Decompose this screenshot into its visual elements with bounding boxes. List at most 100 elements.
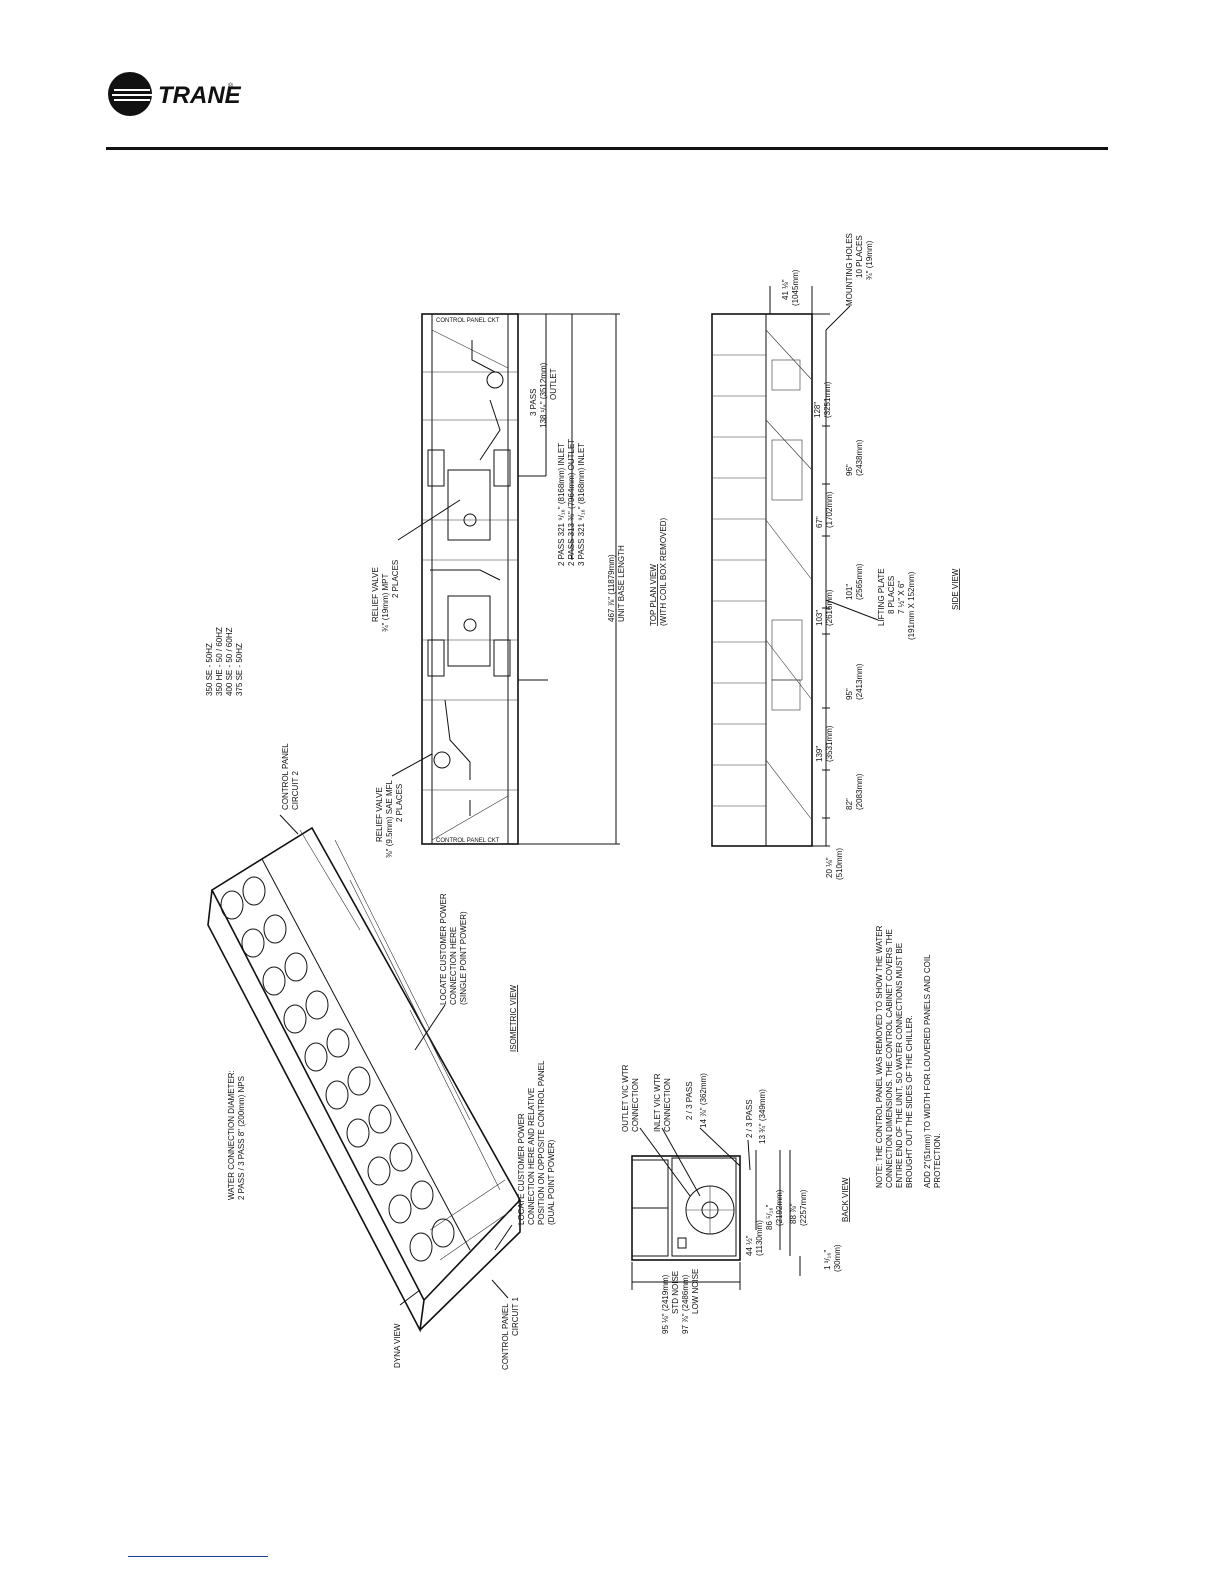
dim-86-1: 86 ⁵/₁₆"	[765, 1204, 774, 1230]
back-panel-a	[631, 1159, 669, 1209]
side-dim-5-1: (2413mm)	[855, 663, 864, 700]
three-pass-1: 3 PASS	[529, 389, 538, 416]
side-dim-0-1: (3251mm)	[823, 381, 832, 418]
side-dim-1-1: (2438mm)	[855, 439, 864, 476]
mounting-2: 10 PLACES	[855, 235, 864, 278]
relief-large-1: RELIEF VALVE	[371, 567, 380, 622]
side-dim-0-0: 128"	[813, 402, 822, 418]
back-view-label: BACK VIEW	[841, 1177, 850, 1222]
lifting-1: LIFTING PLATE	[877, 568, 886, 626]
fan-motor-2	[493, 449, 511, 487]
side-dim-2-1: (1702mm)	[825, 491, 834, 528]
model-4: 375 SE - 50HZ	[235, 643, 244, 696]
note1-line2: CONNECTION DIMENSIONS. THE CONTROL CABIN…	[885, 929, 894, 1188]
model-1: 350 SE - 50HZ	[205, 643, 214, 696]
water-conn-label-2: 2 PASS / 3 PASS 8" (200mm) NPS	[237, 1076, 246, 1200]
pass-dim-1: 2 PASS 321 ⁹/₁₆" (8168mm) INLET	[557, 443, 566, 566]
iso-fan-6-1	[368, 1104, 392, 1134]
side-dim-3-1: (2565mm)	[855, 563, 864, 600]
height-std-1: 95 ⅛" (2419mm)	[661, 1274, 670, 1334]
relief-large-3: 2 PLACES	[391, 560, 400, 598]
end-dim-1: 20 ⅛"	[825, 857, 834, 878]
cp2-label-2: CIRCUIT 2	[291, 770, 300, 810]
iso-fan-8-0	[388, 1194, 412, 1224]
water-conn-label-1: WATER CONNECTION DIAMETER:	[227, 1070, 236, 1200]
leader-dyna	[399, 1289, 421, 1306]
top-unit-outline	[421, 313, 519, 845]
side-dim-2-0: 67"	[815, 516, 824, 528]
note2-line2: PROTECTION.	[933, 1133, 942, 1188]
ctrl-ckt-bottom: CONTROL PANEL CKT	[436, 838, 500, 844]
inlet-2: CONNECTION	[663, 1078, 672, 1132]
cp2-label-1: CONTROL PANEL	[281, 743, 290, 810]
fan-motor-4	[493, 639, 511, 677]
outlet-1: OUTLET VIC WTR	[621, 1064, 630, 1132]
leader-mounting	[825, 305, 851, 331]
brand-name: TRANE	[158, 82, 242, 109]
isometric-view: WATER CONNECTION DIAMETER: 2 PASS / 3 PA…	[205, 627, 556, 1370]
relief-large-2: ¾" (19mm) MPT	[381, 573, 390, 632]
fan-motor-3	[427, 639, 445, 677]
pass-a-2: 14 ⅞" (362mm)	[699, 1073, 708, 1128]
iso-fan-7-0	[367, 1156, 391, 1186]
leader-relief-small	[391, 753, 433, 777]
iso-fan-0-0	[220, 890, 244, 920]
model-2: 350 HE - 50 / 60HZ	[215, 627, 224, 696]
side-view: 41 ⅛" (1045mm) MOUNTING HOLES 10 PLACES …	[711, 233, 960, 880]
pass-dim-3: 3 PASS 321 ⁹/₁₆" (8168mm) INLET	[577, 443, 586, 566]
fan-motor-1	[427, 449, 445, 487]
side-dim-4-0: 103"	[815, 610, 824, 626]
relief-small-2: ⅜" (9.5mm) SAE MFL	[385, 779, 394, 858]
side-dim-1-0: 96"	[845, 464, 854, 476]
top-plan-view: CONTROL PANEL CKT CONTROL PANEL CKT RELI…	[371, 313, 668, 858]
single-power-1: LOCATE CUSTOMER POWER	[439, 893, 448, 1005]
back-panel-b	[631, 1207, 669, 1257]
iso-fan-5-0	[325, 1080, 349, 1110]
side-dim-4-1: (2616mm)	[825, 589, 834, 626]
cp1-label-2: CIRCUIT 1	[511, 1296, 520, 1336]
three-pass-3: OUTLET	[549, 368, 558, 400]
iso-fan-9-0	[409, 1232, 433, 1262]
leader-relief-large	[397, 499, 461, 541]
iso-fan-5-1	[347, 1066, 371, 1096]
dim-88-1: 88 ⅞"	[789, 1203, 798, 1224]
dim-1-2: (30mm)	[833, 1244, 842, 1272]
lifting-4: (191mm X 152mm)	[907, 571, 916, 640]
side-unit-outline	[711, 313, 813, 847]
iso-fan-2-0	[262, 966, 286, 996]
iso-fan-8-1	[410, 1180, 434, 1210]
iso-fan-3-1	[305, 990, 329, 1020]
pass-a-1: 2 / 3 PASS	[685, 1081, 694, 1120]
dim-1-1: 1 ³/₁₆"	[823, 1250, 832, 1270]
dim-88-2: (2257mm)	[799, 1189, 808, 1226]
iso-fan-0-1	[242, 876, 266, 906]
compressor-1	[447, 469, 491, 541]
pass-b-2: 13 ¾" (349mm)	[758, 1089, 767, 1144]
back-view: OUTLET VIC WTR CONNECTION INLET VIC WTR …	[621, 1064, 850, 1334]
relief-valve-a	[486, 371, 504, 389]
side-dimensions: 128"(3251mm)96"(2438mm)67"(1702mm)101"(2…	[813, 381, 864, 819]
iso-center-rail	[261, 858, 471, 1251]
iso-fan-4-0	[304, 1042, 328, 1072]
note1-line1: NOTE: THE CONTROL PANEL WAS REMOVED TO S…	[875, 925, 884, 1188]
note2-line1: ADD 2"(51mm) TO WIDTH FOR LOUVERED PANEL…	[923, 954, 932, 1188]
top-view-sub: (WITH COIL BOX REMOVED)	[659, 518, 668, 626]
header-rule	[106, 147, 1108, 150]
inlet-1: INLET VIC WTR	[653, 1073, 662, 1132]
lifting-3: 7 ½" X 6"	[897, 581, 906, 614]
relief-small-1: RELIEF VALVE	[375, 787, 384, 842]
trane-logo: TRANE ®	[108, 72, 242, 116]
base-length-2: UNIT BASE LENGTH	[617, 545, 626, 622]
leader-dual-power	[494, 1224, 513, 1251]
side-dim-6-1: (3531mm)	[825, 725, 834, 762]
leader-lifting	[825, 599, 879, 621]
leader-single-power	[414, 1004, 446, 1051]
iso-unit-top	[210, 826, 521, 1302]
side-dim-7-0: 82"	[845, 798, 854, 810]
dim-44-1: 44 ½"	[745, 1235, 754, 1256]
side-dim-3-0: 101"	[845, 584, 854, 600]
height-low-2: LOW NOISE	[691, 1269, 700, 1314]
iso-fan-3-0	[283, 1004, 307, 1034]
leader-inlet	[661, 1127, 701, 1197]
height-std-2: STD NOISE	[671, 1271, 680, 1314]
